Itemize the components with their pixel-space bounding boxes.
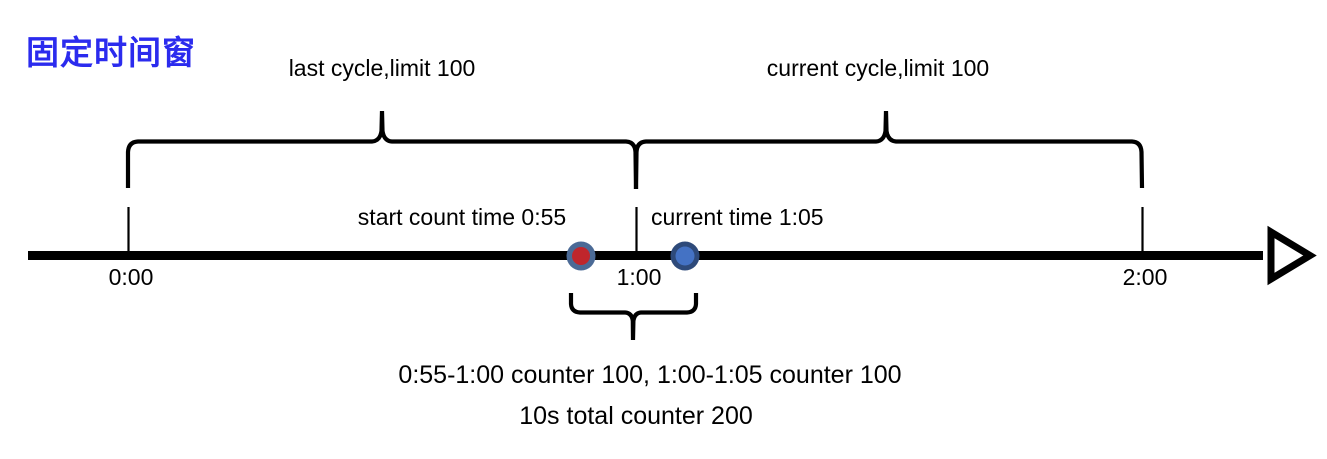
counting-window-brace	[568, 293, 699, 341]
tick-label-0-00: 0:00	[108, 264, 154, 290]
start-count-time-label: start count time 0:55	[357, 204, 567, 230]
last-cycle-label: last cycle,limit 100	[288, 55, 476, 81]
current-time-marker	[670, 241, 700, 271]
tick-label-2-00: 2:00	[1122, 264, 1168, 290]
footnote-counter-breakdown: 0:55-1:00 counter 100, 1:00-1:05 counter…	[398, 361, 902, 389]
axis-ticks	[127, 207, 1144, 254]
tick-label-1-00: 1:00	[616, 264, 662, 290]
current-cycle-brace	[633, 110, 1145, 190]
footnote-total-counter: 10s total counter 200	[519, 402, 753, 430]
last-cycle-brace	[125, 110, 639, 190]
start-count-marker	[566, 241, 596, 271]
current-cycle-label: current cycle,limit 100	[766, 55, 990, 81]
current-time-label: current time 1:05	[651, 204, 824, 230]
right-arrow-icon	[1267, 225, 1317, 286]
page-title: 固定时间窗	[26, 33, 196, 72]
